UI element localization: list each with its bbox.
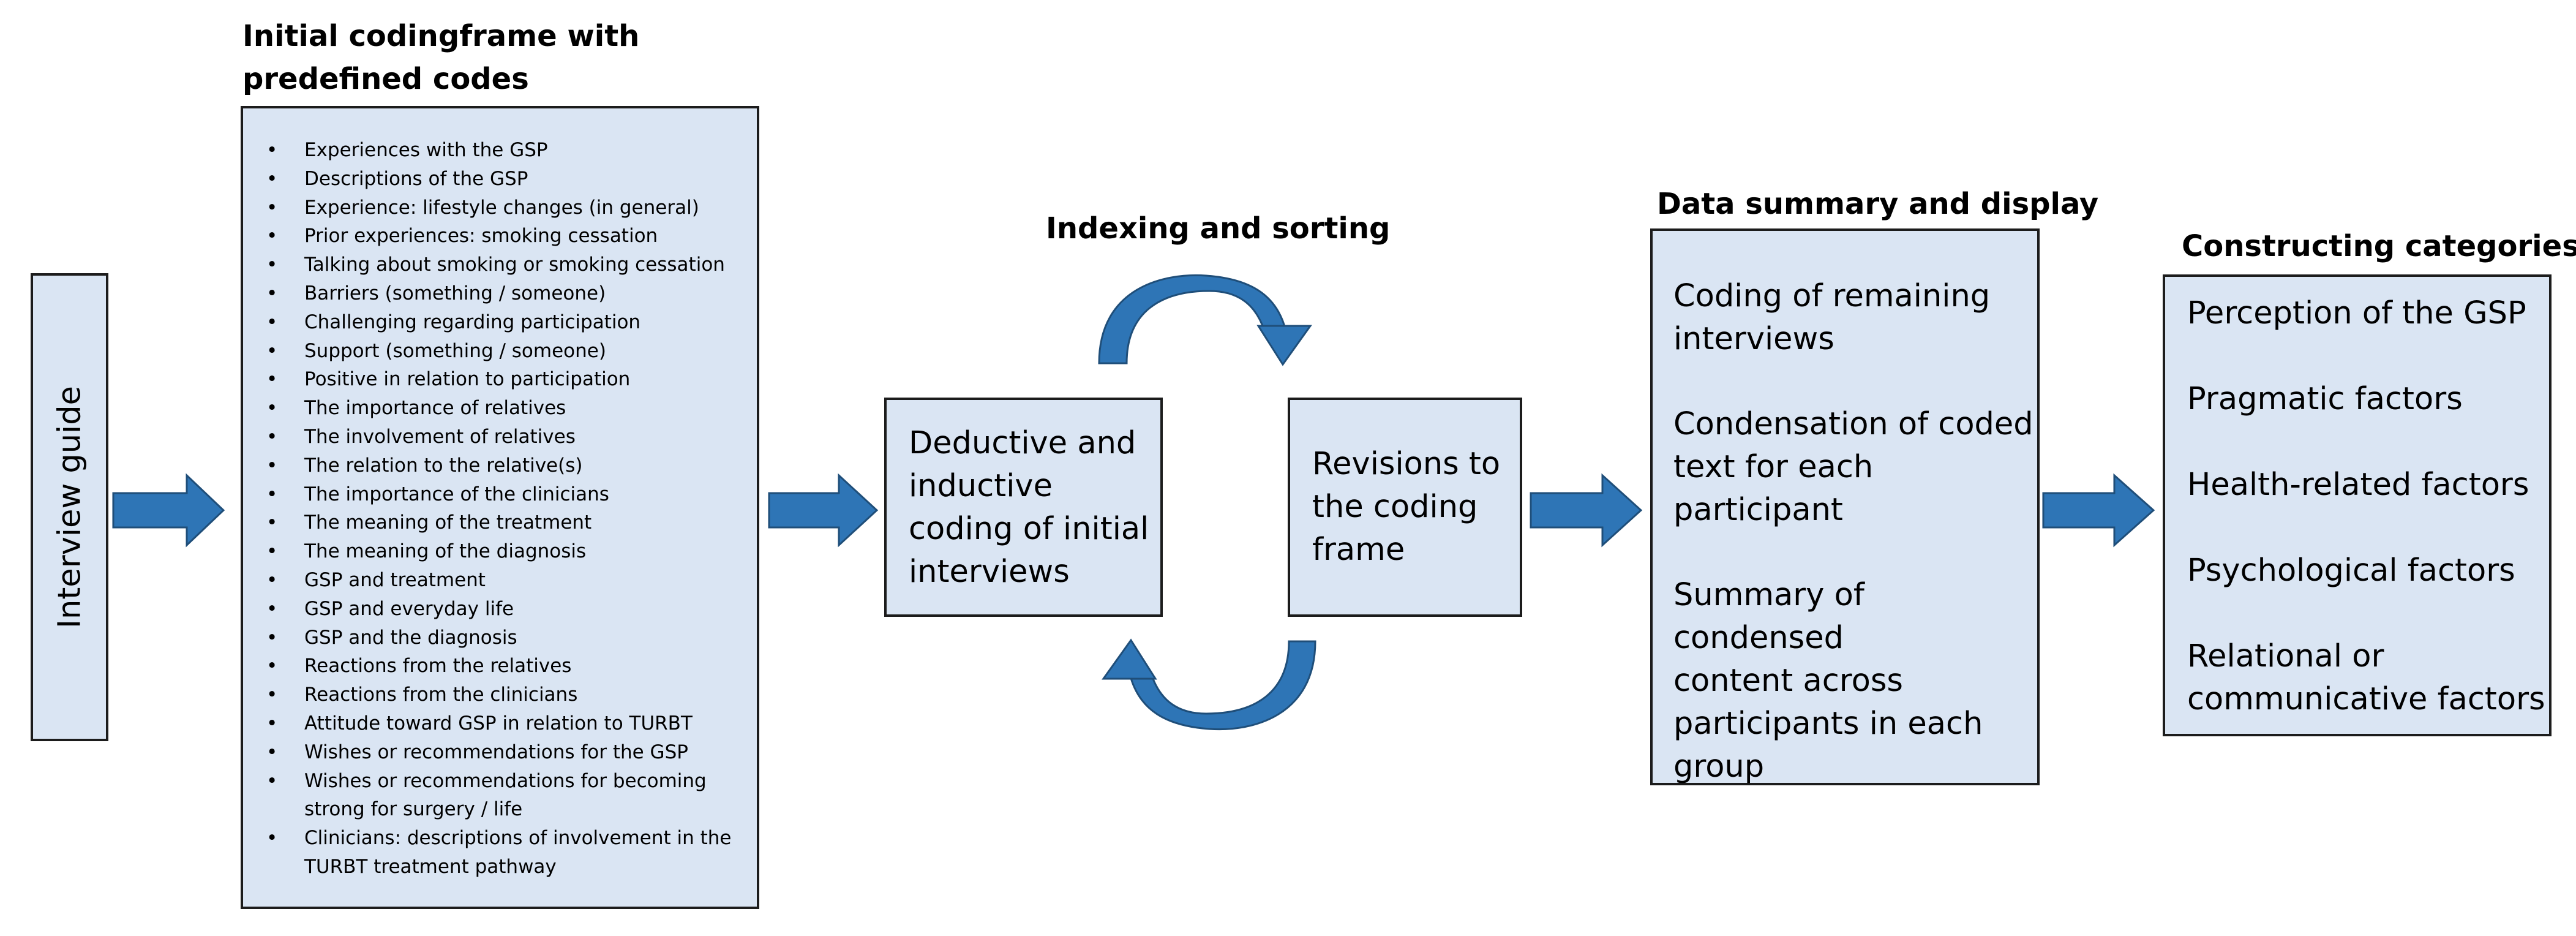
summary-step-summary: Summary of condensed content across part…	[1673, 577, 1983, 785]
list-item: The importance of relatives	[243, 394, 745, 423]
category-item: Pragmatic factors	[2187, 381, 2463, 417]
list-item: The meaning of the treatment	[243, 508, 745, 537]
curved-arrow-top-icon	[1098, 274, 1312, 366]
list-item: Wishes or recommendations for becoming s…	[243, 767, 745, 825]
list-item: Prior experiences: smoking cessation	[243, 222, 745, 251]
list-item: Experiences with the GSP	[243, 136, 745, 165]
categories-box: Perception of the GSP Pragmatic factors …	[2163, 274, 2552, 736]
list-item: Clinicians: descriptions of involvement …	[243, 824, 745, 881]
list-item: Wishes or recommendations for the GSP	[243, 738, 745, 767]
list-item: GSP and treatment	[243, 566, 745, 595]
category-item: Relational or communicative factors	[2187, 638, 2545, 717]
arrow-right-icon	[112, 473, 225, 548]
arrow-right-icon	[2042, 473, 2155, 548]
list-item: The importance of the clinicians	[243, 480, 745, 509]
list-item: The involvement of relatives	[243, 423, 745, 451]
curved-arrow-bottom-icon	[1102, 638, 1316, 731]
list-item: Talking about smoking or smoking cessati…	[243, 251, 745, 279]
revisions-text: Revisions to the coding frame	[1312, 446, 1501, 568]
list-item: GSP and everyday life	[243, 595, 745, 624]
list-item: Descriptions of the GSP	[243, 165, 745, 194]
category-item: Psychological factors	[2187, 553, 2515, 589]
category-item: Health-related factors	[2187, 467, 2529, 503]
arrow-right-icon	[1530, 473, 1643, 548]
interview-guide-label: Interview guide	[51, 386, 88, 628]
summary-heading: Data summary and display	[1657, 187, 2099, 221]
list-item: The relation to the relative(s)	[243, 451, 745, 480]
list-item: Support (something / someone)	[243, 337, 745, 366]
summary-step-coding: Coding of remaining interviews	[1673, 278, 1991, 357]
list-item: Reactions from the relatives	[243, 652, 745, 681]
category-item: Perception of the GSP	[2187, 295, 2526, 331]
deductive-coding-box: Deductive and inductive coding of initia…	[884, 398, 1163, 617]
list-item: Barriers (something / someone)	[243, 279, 745, 308]
coding-frame-heading: Initial codingframe with predefined code…	[242, 19, 640, 96]
deductive-coding-text: Deductive and inductive coding of initia…	[909, 425, 1149, 590]
interview-guide-box: Interview guide	[31, 273, 108, 741]
list-item: The meaning of the diagnosis	[243, 537, 745, 566]
list-item: Attitude toward GSP in relation to TURBT	[243, 709, 745, 738]
coding-frame-box: Experiences with the GSP Descriptions of…	[241, 106, 759, 909]
list-item: GSP and the diagnosis	[243, 624, 745, 652]
list-item: Experience: lifestyle changes (in genera…	[243, 194, 745, 222]
list-item: Challenging regarding participation	[243, 308, 745, 337]
list-item: Positive in relation to participation	[243, 365, 745, 394]
summary-box: Coding of remaining interviews Condensat…	[1650, 228, 2040, 785]
list-item: Reactions from the clinicians	[243, 681, 745, 709]
revisions-box: Revisions to the coding frame	[1288, 398, 1522, 617]
predefined-codes-list: Experiences with the GSP Descriptions of…	[243, 136, 745, 881]
indexing-heading: Indexing and sorting	[1046, 211, 1391, 246]
arrow-right-icon	[768, 473, 879, 548]
summary-step-condensation: Condensation of coded text for each part…	[1673, 406, 2033, 528]
categories-heading: Constructing categories	[2182, 229, 2576, 263]
